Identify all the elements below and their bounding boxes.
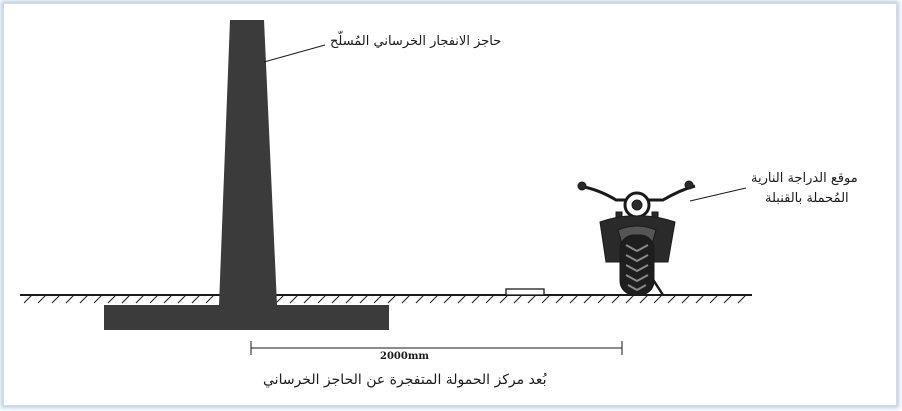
distance-caption: بُعد مركز الحمولة المتفجرة عن الحاجز الخ… [263,372,547,388]
hatch-mark [79,294,89,304]
hatch-mark [121,294,131,304]
hatch-mark [289,294,299,304]
hatch-mark [499,294,509,304]
hatch-mark [275,294,285,304]
hatch-mark [177,294,187,304]
hatch-mark [359,294,369,304]
motorcycle-tire [619,234,655,296]
explosive-load-marker [505,288,545,296]
hatch-mark [485,294,495,304]
hatch-mark [527,294,537,304]
hatch-mark [653,294,663,304]
hatch-mark [331,294,341,304]
hatch-mark [513,294,523,304]
hatch-mark [345,294,355,304]
hatch-mark [569,294,579,304]
hatch-mark [457,294,467,304]
motorcycle [577,180,696,296]
hatch-mark [65,294,75,304]
hatch-mark [555,294,565,304]
motorcycle-kickstand [650,277,665,296]
hatch-mark [135,294,145,304]
concrete-barrier-wall [219,20,277,305]
hatch-mark [163,294,173,304]
barrier-footing [104,305,389,330]
hatch-mark [541,294,551,304]
motorcycle-label-line1: موقع الدراجة النارية [751,171,858,186]
hatch-mark [667,294,677,304]
ground-hatching [23,294,747,304]
hatch-mark [415,294,425,304]
hatch-mark [191,294,201,304]
hatch-mark [373,294,383,304]
hatch-mark [639,294,649,304]
hatch-mark [611,294,621,304]
hatch-mark [737,294,747,304]
hatch-mark [443,294,453,304]
hatch-mark [23,294,33,304]
hatch-mark [681,294,691,304]
dimension-label: 2000mm [380,351,429,362]
motorcycle-mirror-left [577,181,587,191]
hatch-mark [695,294,705,304]
hatch-mark [625,294,635,304]
hatch-mark [107,294,117,304]
hatch-mark [583,294,593,304]
hatch-mark [723,294,733,304]
hatch-mark [387,294,397,304]
wall-label: حاجز الانفجار الخرساني المُسلّح [330,34,502,49]
figure-frame [3,3,897,406]
hatch-mark [709,294,719,304]
hatch-mark [303,294,313,304]
tire-tread [625,244,649,292]
hatch-mark [51,294,61,304]
motorcycle-mirror-right [684,180,694,190]
hatch-mark [597,294,607,304]
motorcycle-leader-line [689,187,747,202]
hatch-mark [317,294,327,304]
hatch-mark [37,294,47,304]
hatch-mark [401,294,411,304]
wall-leader-line [263,44,326,63]
hatch-mark [93,294,103,304]
hatch-mark [205,294,215,304]
hatch-mark [149,294,159,304]
hatch-mark [429,294,439,304]
motorcycle-label-line2: المُحملة بالقنبلة [765,191,849,206]
hatch-mark [471,294,481,304]
